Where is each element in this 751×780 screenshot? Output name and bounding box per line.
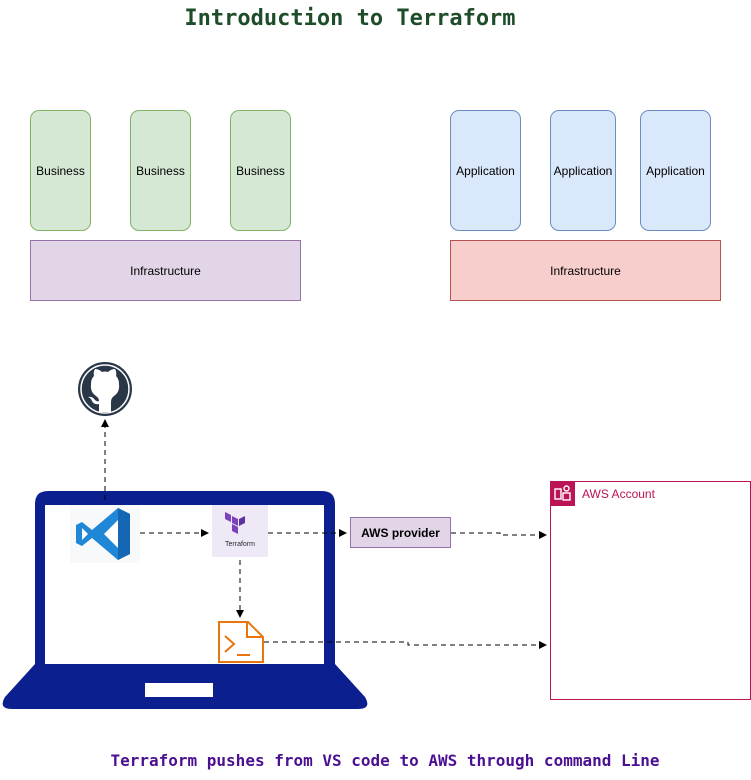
vscode-icon xyxy=(70,505,140,563)
laptop-icon xyxy=(2,491,368,709)
infrastructure-bar-left: Infrastructure xyxy=(30,240,301,301)
business-box-2: Business xyxy=(130,110,191,231)
connectors xyxy=(101,419,547,649)
aws-account-icon xyxy=(551,482,575,506)
caption: Terraform pushes from VS code to AWS thr… xyxy=(110,751,660,770)
business-box-3: Business xyxy=(230,110,291,231)
page-title: Introduction to Terraform xyxy=(184,6,516,31)
terraform-label: Terraform xyxy=(225,541,255,548)
connector-cli-aws xyxy=(264,641,547,649)
connector-provider-aws xyxy=(451,531,547,539)
aws-provider-box: AWS provider xyxy=(350,517,451,548)
business-box-1: Business xyxy=(30,110,91,231)
aws-account-box xyxy=(550,481,751,700)
application-box-2: Application xyxy=(550,110,616,231)
terminal-icon xyxy=(218,621,264,663)
application-box-1: Application xyxy=(450,110,521,231)
infrastructure-bar-right: Infrastructure xyxy=(450,240,721,301)
application-box-3: Application xyxy=(640,110,711,231)
github-icon xyxy=(78,362,132,416)
aws-account-label: AWS Account xyxy=(582,487,655,501)
terraform-icon: Terraform xyxy=(212,505,268,557)
